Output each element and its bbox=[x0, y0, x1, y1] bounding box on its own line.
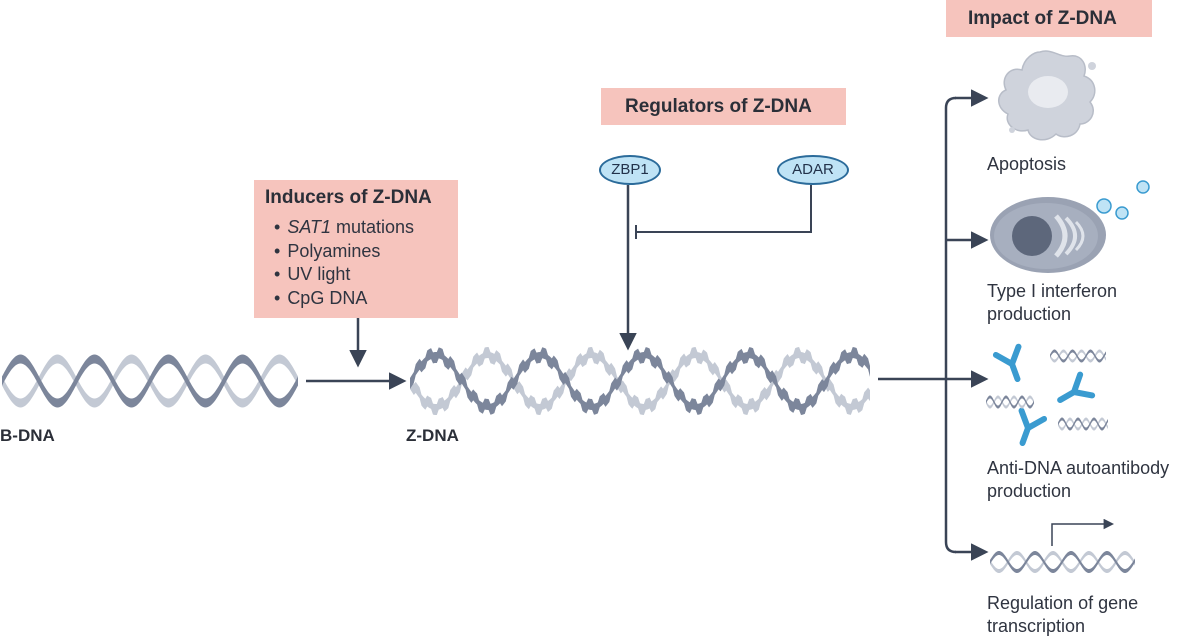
dna-strand bbox=[1058, 417, 1108, 431]
z-dna-label: Z-DNA bbox=[406, 426, 459, 445]
zbp1-pill: ZBP1 bbox=[599, 155, 661, 185]
antibody-icon bbox=[1018, 407, 1048, 447]
dna-strand bbox=[990, 551, 1135, 573]
impact-box bbox=[946, 0, 1152, 37]
apoptosis-label: Apoptosis bbox=[987, 154, 1067, 174]
adar-pill: ADAR bbox=[777, 155, 849, 185]
antibody-icon bbox=[992, 343, 1022, 383]
transcription-start-arrow bbox=[1051, 518, 1115, 546]
apoptotic-cell-icon bbox=[998, 50, 1096, 141]
dna-strand bbox=[1050, 349, 1106, 363]
inducer-item: CpG DNA bbox=[274, 287, 414, 311]
dna-strand bbox=[986, 395, 1034, 409]
inducers-title: Inducers of Z-DNA bbox=[265, 187, 432, 208]
dna-strand bbox=[410, 347, 870, 415]
b-dna-helix bbox=[2, 354, 298, 408]
dna-strand bbox=[1050, 349, 1106, 363]
inhibition-adar bbox=[636, 185, 812, 233]
inducer-item: UV light bbox=[274, 263, 414, 287]
transcription-dna-icon bbox=[990, 551, 1135, 573]
inducers-list: SAT1 mutations Polyamines UV light CpG D… bbox=[274, 216, 414, 310]
regulators-box bbox=[601, 88, 846, 125]
inducer-item: Polyamines bbox=[274, 240, 414, 264]
b-dna-label: B-DNA bbox=[0, 426, 55, 445]
dna-strand bbox=[410, 347, 870, 415]
z-dna-helix bbox=[410, 347, 870, 415]
inducer-item: SAT1 mutations bbox=[274, 216, 414, 240]
antibody-icon bbox=[1057, 371, 1096, 403]
autoantibody-cluster-icon bbox=[986, 343, 1108, 447]
regulators-title: Regulators of Z-DNA bbox=[625, 96, 812, 117]
branch-trunk bbox=[878, 96, 957, 554]
dna-strand bbox=[1058, 417, 1108, 431]
immune-cell-icon bbox=[990, 180, 1150, 273]
dna-strand bbox=[2, 354, 298, 408]
impact-title: Impact of Z-DNA bbox=[968, 8, 1117, 29]
